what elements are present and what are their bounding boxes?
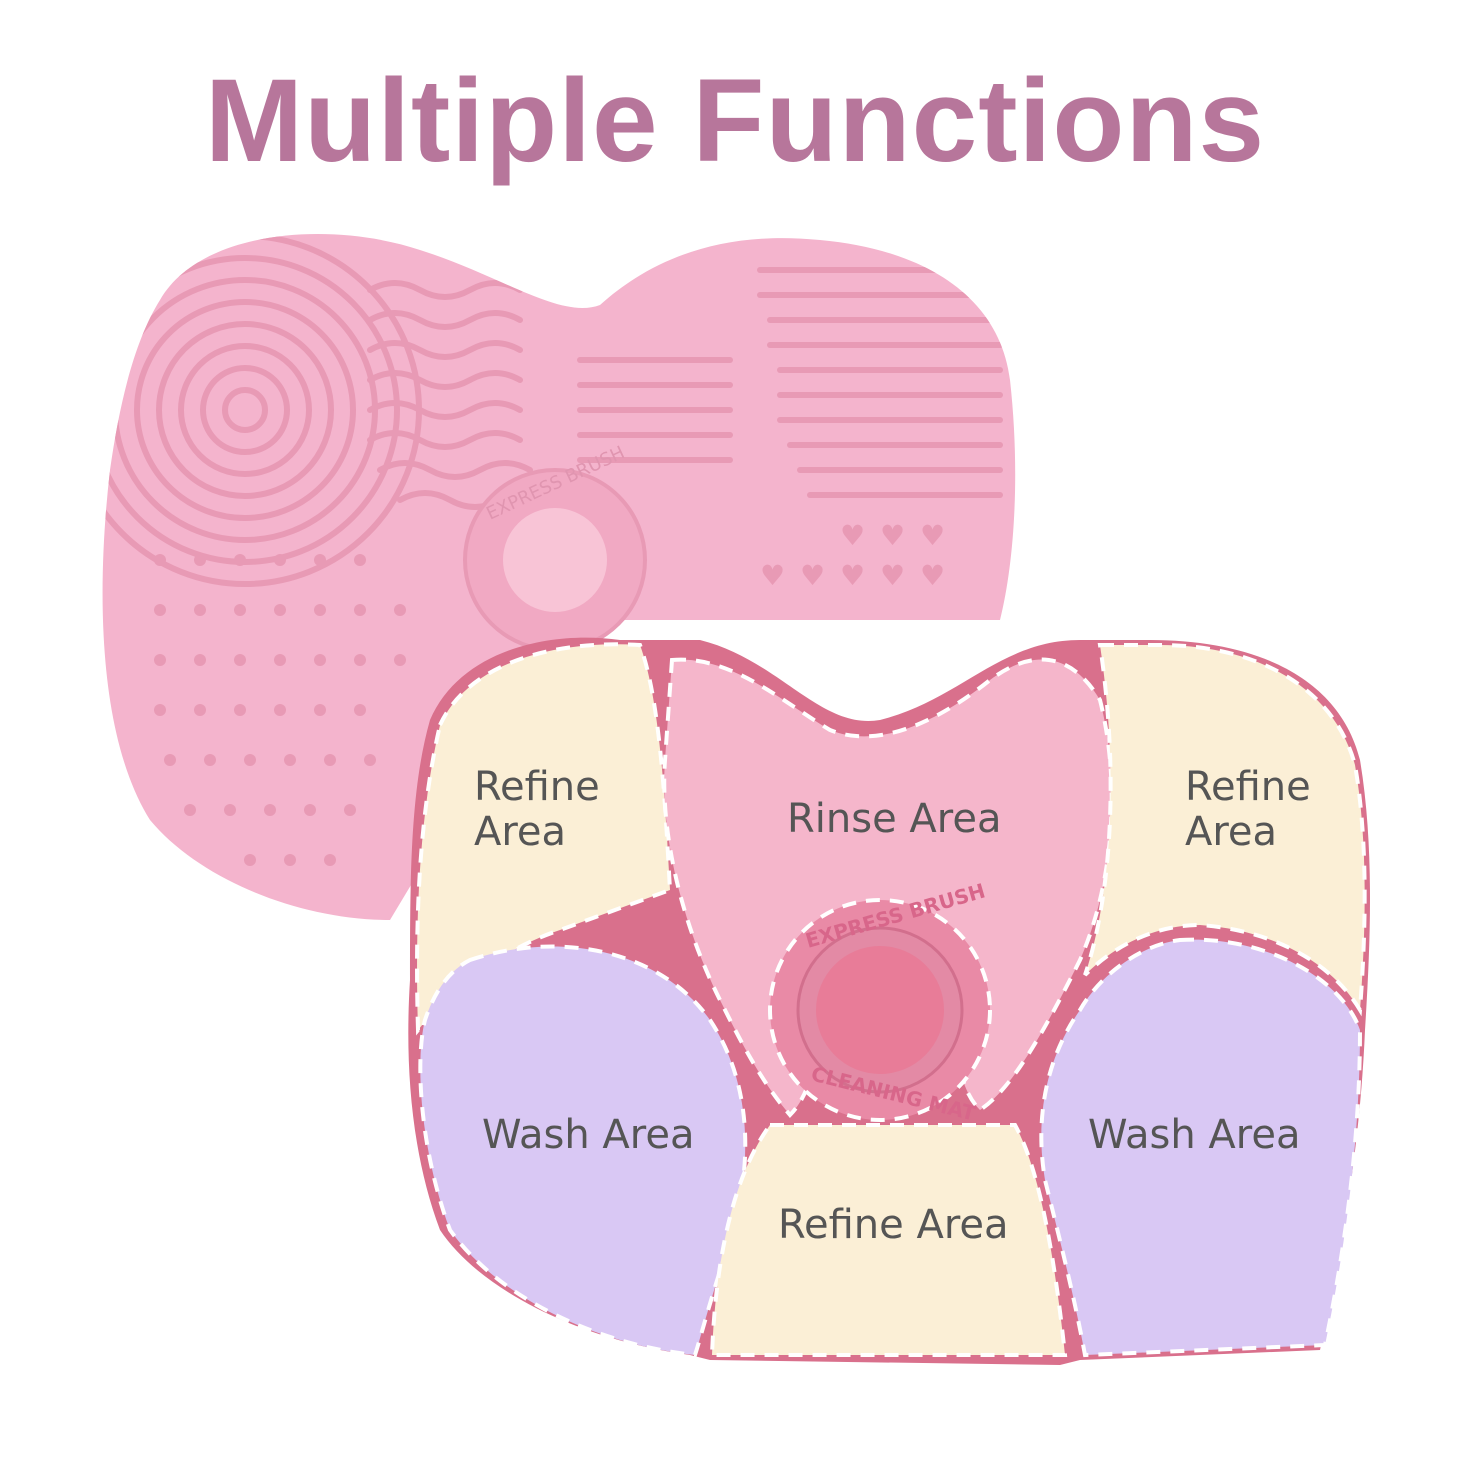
wash-area-right-shape — [1039, 937, 1363, 1358]
refine-area-top-left-label-line2: Area — [474, 809, 566, 855]
svg-text:♥: ♥ — [920, 519, 945, 552]
svg-text:♥: ♥ — [800, 559, 825, 592]
refine-area-top-left-label-line1: Refine — [474, 764, 600, 810]
dot-texture — [154, 554, 406, 866]
refine-area-top-left-shape — [415, 642, 673, 1036]
front-mat-badge: EXPRESS BRUSH CLEANING MAT — [768, 879, 992, 1126]
refine-area-bottom-shape — [709, 1123, 1068, 1357]
svg-text:♥: ♥ — [880, 559, 905, 592]
front-diagram-mat: EXPRESS BRUSH CLEANING MAT Refine Area R… — [408, 637, 1371, 1365]
refine-area-bottom-label: Refine Area — [778, 1202, 1009, 1248]
rinse-area-label: Rinse Area — [787, 796, 1001, 842]
refine-area-top-right-shape — [1083, 643, 1367, 1017]
short-line-texture — [577, 357, 733, 463]
heart-texture: ♥ ♥ ♥ ♥ ♥ ♥ ♥ ♥ — [760, 519, 945, 592]
svg-text:♥: ♥ — [920, 559, 945, 592]
wavy-texture — [367, 280, 533, 510]
svg-text:♥: ♥ — [840, 559, 865, 592]
wash-area-right-label: Wash Area — [1088, 1112, 1300, 1158]
refine-area-top-right-label-line2: Area — [1185, 809, 1277, 855]
refine-area-top-right-label-line1: Refine — [1185, 764, 1311, 810]
horizontal-line-texture — [757, 267, 1003, 498]
page-title: Multiple Functions — [204, 55, 1266, 187]
svg-text:♥: ♥ — [880, 519, 905, 552]
wash-area-left-shape — [418, 944, 748, 1358]
svg-text:♥: ♥ — [840, 519, 865, 552]
svg-text:♥: ♥ — [760, 559, 785, 592]
wash-area-left-label: Wash Area — [482, 1112, 694, 1158]
